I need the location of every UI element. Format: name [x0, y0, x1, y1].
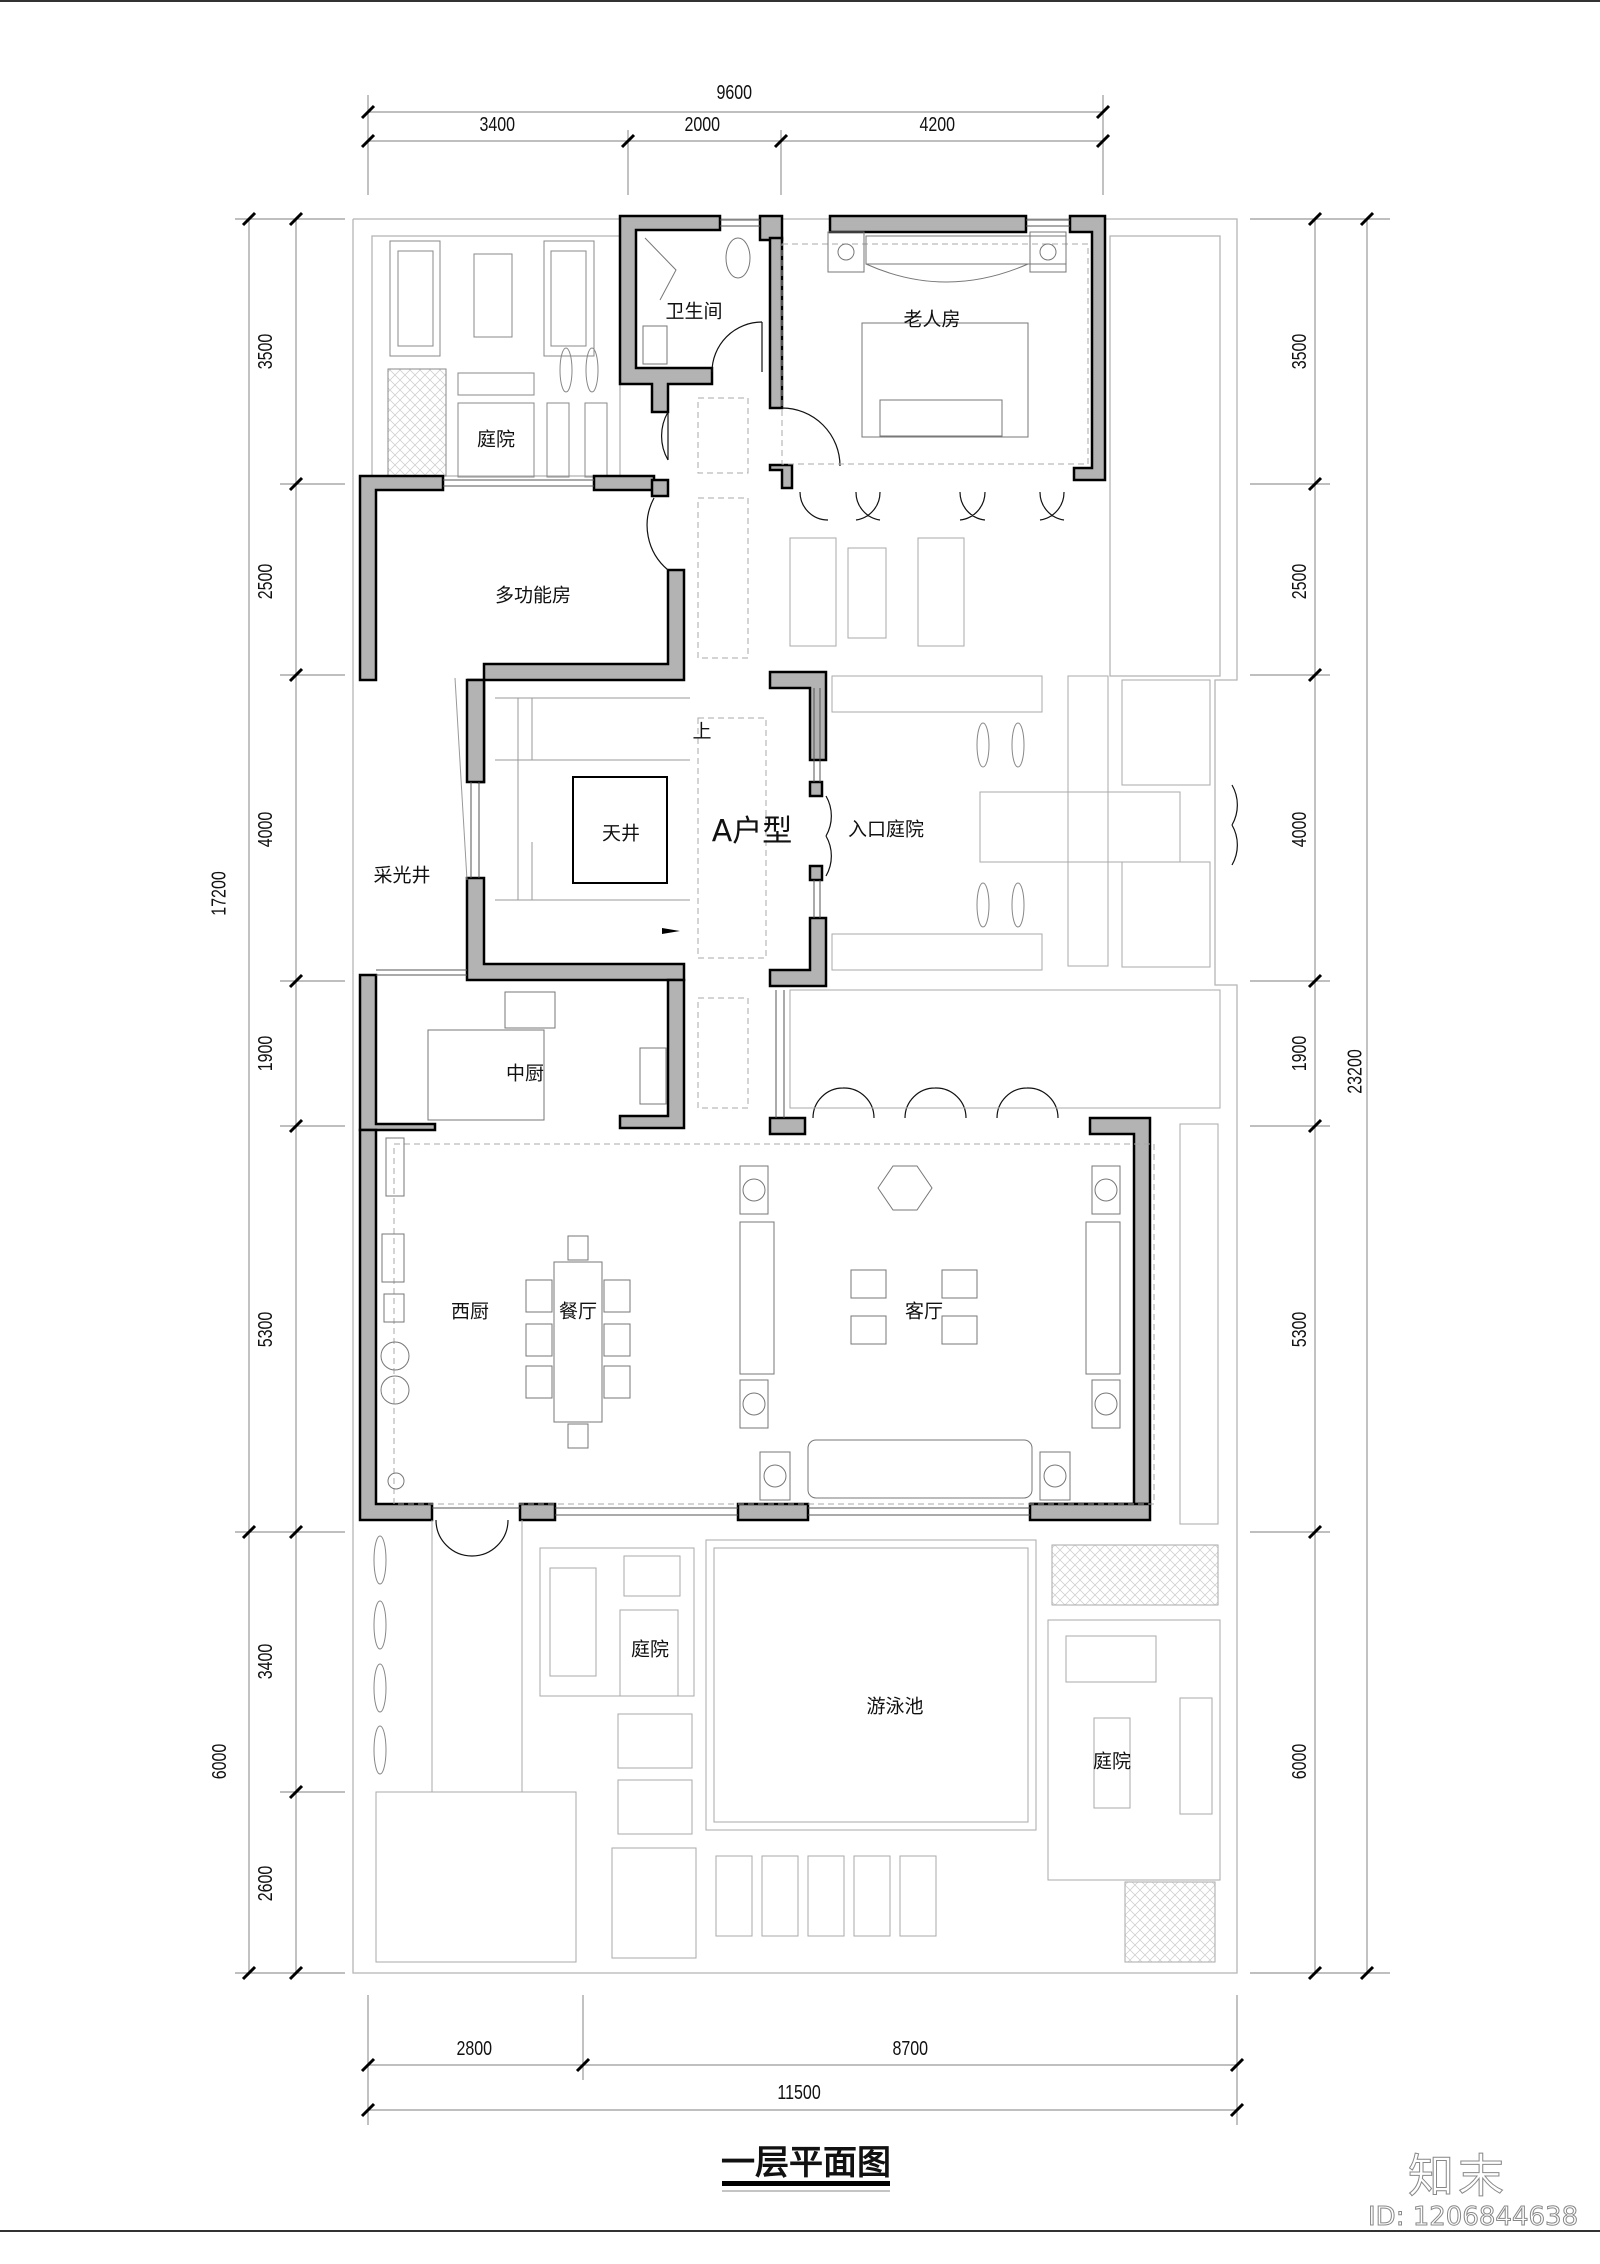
dining-table	[525, 1235, 631, 1449]
label-stair-up: 上	[692, 720, 712, 743]
corridor-rugs	[393, 243, 1155, 1505]
dim-right-seg-2: 2500	[1288, 563, 1311, 600]
kitchen-fixtures	[380, 991, 667, 1490]
dim-left-seg-5: 5300	[254, 1311, 277, 1348]
doors	[435, 321, 1238, 1557]
dim-left-seg-2: 2500	[254, 563, 277, 600]
label-atrium: 天井	[601, 822, 641, 845]
dim-right-seg-1: 3500	[1288, 333, 1311, 370]
label-dining-room: 餐厅	[558, 1300, 598, 1323]
dimension-ticks	[241, 104, 1375, 2118]
watermark-id: ID: 1206844638	[1367, 2202, 1579, 2233]
dim-top-seg-1: 3400	[479, 114, 516, 136]
dim-left-total-upper: 17200	[208, 871, 231, 916]
sheet-border-top	[0, 0, 1600, 2]
dimension-lines	[235, 95, 1390, 2125]
label-bathroom: 卫生间	[665, 300, 723, 323]
dim-right-total: 23200	[1344, 1049, 1367, 1094]
garden-bottom	[375, 1123, 1221, 1963]
stairs	[495, 697, 690, 901]
dim-bottom-seg-1: 2800	[456, 2038, 493, 2060]
label-elderly-room: 老人房	[903, 308, 961, 331]
sheet-border-bottom	[0, 2230, 1600, 2232]
dim-left-seg-7: 2600	[254, 1865, 277, 1902]
label-courtyard-top-left: 庭院	[476, 428, 516, 451]
bed	[827, 231, 1067, 438]
dim-right-seg-4: 1900	[1288, 1035, 1311, 1072]
dim-right-seg-3: 4000	[1288, 811, 1311, 848]
drawing-title: 一层平面图	[721, 2143, 891, 2183]
label-unit-type: A户型	[711, 814, 793, 849]
dim-left-seg-4: 1900	[254, 1035, 277, 1072]
atrium-box	[572, 776, 668, 884]
dim-bottom-total: 11500	[777, 2082, 821, 2104]
label-multi-function-room: 多功能房	[494, 584, 572, 607]
courtyard-top-left-furniture	[387, 240, 608, 478]
dim-left-seg-6: 3400	[254, 1643, 277, 1680]
windows	[376, 219, 1070, 1516]
plants	[373, 347, 1025, 1775]
bathroom-fixtures	[642, 237, 751, 365]
label-light-well: 采光井	[373, 864, 431, 887]
dim-top-seg-3: 4200	[919, 114, 956, 136]
label-courtyard-bottom-left: 庭院	[630, 1638, 670, 1661]
courtyard-middle-furniture	[789, 537, 1221, 1109]
dim-left-seg-1: 3500	[254, 333, 277, 370]
label-chinese-kitchen: 中厨	[505, 1062, 545, 1085]
label-living-room: 客厅	[904, 1300, 944, 1323]
living-room-furniture	[739, 1165, 1121, 1501]
dim-right-seg-6: 6000	[1288, 1743, 1311, 1780]
label-entry-courtyard: 入口庭院	[847, 818, 925, 841]
dim-right-seg-5: 5300	[1288, 1311, 1311, 1348]
dim-left-seg-3: 4000	[254, 811, 277, 848]
dim-top-total: 9600	[716, 82, 753, 104]
walls	[358, 214, 1152, 1522]
watermark-logo: 知末	[1408, 2149, 1508, 2204]
dim-bottom-seg-2: 8700	[892, 2038, 929, 2060]
site-outline	[352, 218, 1238, 1974]
label-swimming-pool: 游泳池	[866, 1695, 924, 1718]
label-courtyard-bottom-right: 庭院	[1092, 1750, 1132, 1773]
dim-top-seg-2: 2000	[684, 114, 721, 136]
title-underline	[722, 2181, 890, 2186]
dim-left-total-lower: 6000	[208, 1743, 231, 1780]
label-western-kitchen: 西厨	[450, 1300, 490, 1323]
